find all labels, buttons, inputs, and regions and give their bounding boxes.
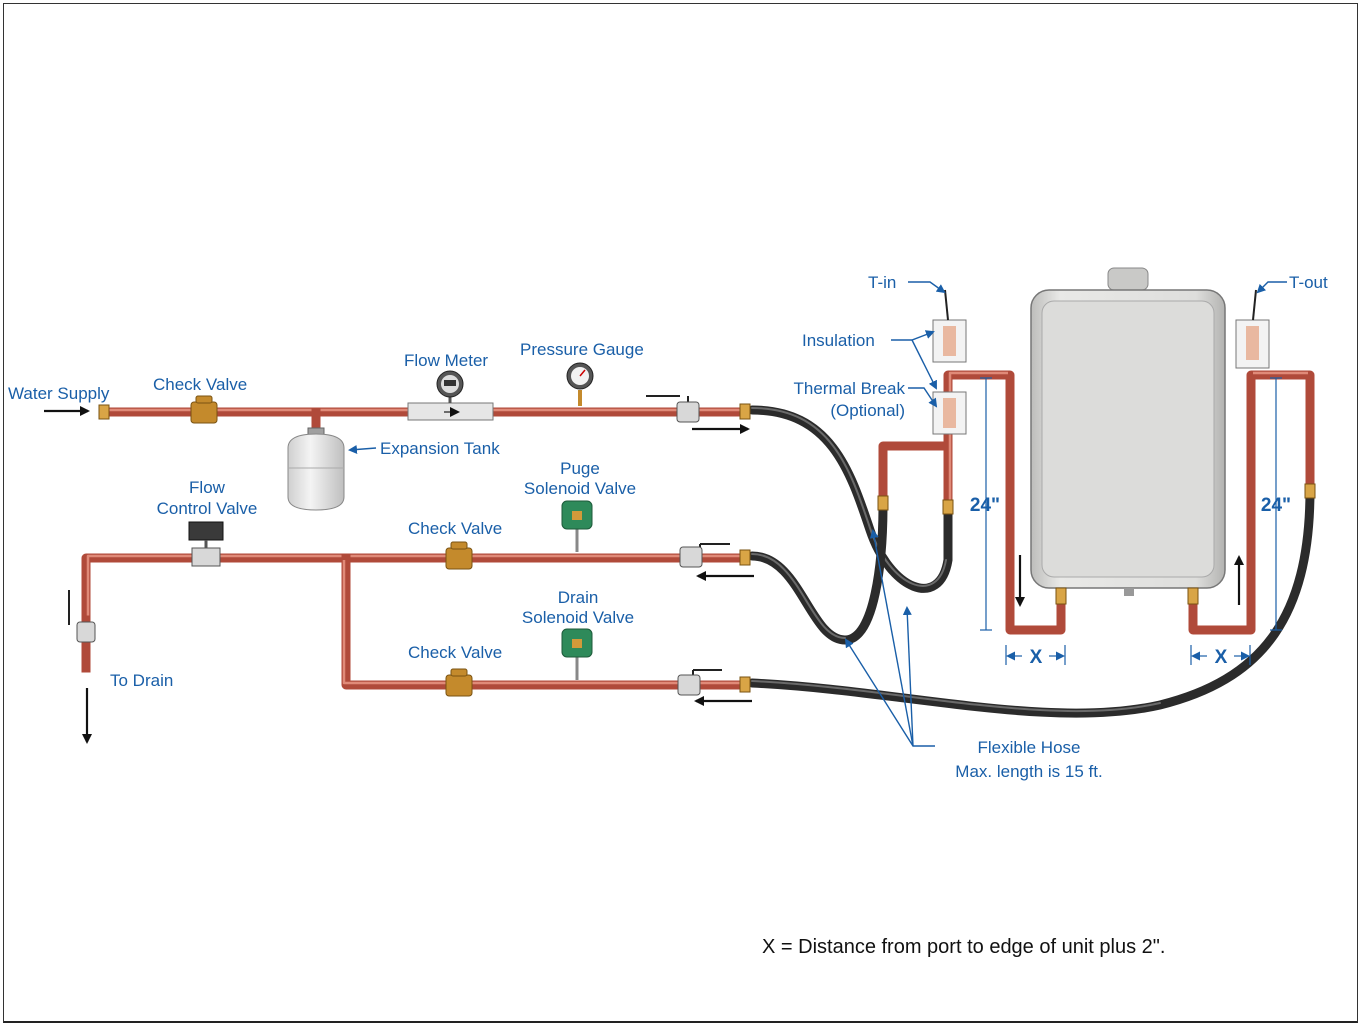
insulation-tin-icon [932,289,967,363]
flexible-hose-leader-2 [902,606,914,747]
drain-solenoid-label-1: Drain [558,588,599,607]
water-tank-icon [1030,267,1226,605]
ball-valve-purge-icon [679,543,751,568]
thermal-break-label-1: Thermal Break [794,379,906,398]
supply-inlet-fitting [98,404,110,420]
flexible-hose-supply [747,405,953,593]
flow-control-valve-icon [188,521,224,567]
to-drain-label: To Drain [110,671,173,690]
check-valve-bottom-icon [445,668,473,697]
dimension-24-right-label: 24" [1261,495,1291,516]
flow-meter-icon [407,370,494,421]
flexible-hose-drain [747,485,1315,718]
dimension-x-right-label: X [1215,647,1228,668]
t-out-leader [1256,281,1287,294]
t-in-label: T-in [868,273,896,292]
thermal-break-leader [908,387,938,408]
flow-meter-label: Flow Meter [404,351,488,370]
flow-control-valve-label-1: Flow [189,478,226,497]
expansion-tank-label: Expansion Tank [380,439,500,458]
flexible-hose-label-1: Flexible Hose [978,738,1081,757]
dimension-x-right [1190,645,1251,665]
insulation-label: Insulation [802,331,875,350]
flow-control-valve-label-2: Control Valve [157,499,258,518]
return-pipe-bottom [341,553,750,690]
t-in-leader [908,281,946,294]
hose-fitting [942,499,954,515]
expansion-tank-icon [287,427,345,511]
pressure-gauge-label: Pressure Gauge [520,340,644,359]
hose-fitting [1304,483,1316,499]
drain-solenoid-valve-icon [561,628,593,680]
thermal-break-icon [932,391,967,435]
pressure-gauge-icon [566,362,594,406]
insulation-leader [891,330,935,341]
insulation-leader-2 [911,339,937,390]
dimension-24-left-label: 24" [970,495,1000,516]
return-pipe-middle [81,553,750,630]
dimension-24-right [1270,377,1282,631]
t-out-label: T-out [1289,273,1328,292]
hose-fitting [877,495,889,511]
heater-outlet-piping [1188,370,1315,635]
check-valve-bottom-label: Check Valve [408,643,502,662]
ball-valve-supply-icon [646,395,751,423]
flexible-hose-purge [747,500,888,645]
check-valve-top-icon [190,395,218,424]
dimension-x-left [1005,645,1066,665]
footnote: X = Distance from port to edge of unit p… [762,936,1165,958]
water-supply-label: Water Supply [8,384,110,403]
purge-solenoid-valve-icon [561,500,593,552]
expansion-tank-leader [348,444,377,454]
purge-solenoid-label-2: Solenoid Valve [524,479,636,498]
page-frame [3,3,1358,1023]
ball-valve-drain-outlet-icon [68,590,96,643]
dimension-x-left-label: X [1030,647,1043,668]
check-valve-middle-icon [445,541,473,570]
insulation-tout-icon [1235,289,1270,369]
drain-solenoid-label-2: Solenoid Valve [522,608,634,627]
dimension-24-left [980,377,992,631]
check-valve-top-label: Check Valve [153,375,247,394]
check-valve-middle-label: Check Valve [408,519,502,538]
thermal-break-label-2: (Optional) [830,401,905,420]
purge-solenoid-label-1: Puge [560,459,600,478]
flexible-hose-label-2: Max. length is 15 ft. [955,762,1102,781]
flexible-hose-leader-3 [869,529,914,747]
ball-valve-drain-icon [677,669,751,696]
